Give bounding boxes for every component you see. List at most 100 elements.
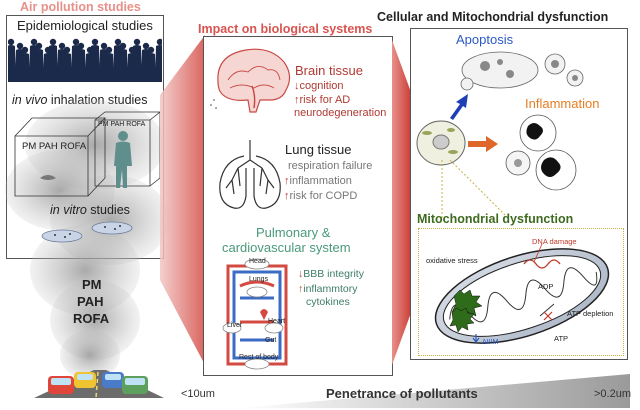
person-head [147, 46, 155, 54]
person-head [91, 38, 99, 46]
mito-title: Mitochondrial dysfunction [417, 212, 574, 226]
lungs-icon [219, 140, 281, 209]
mito-box [418, 228, 624, 356]
invitro-label: in vitro studies [50, 203, 130, 217]
person-head [8, 38, 15, 46]
person-head [21, 46, 29, 54]
right-panel-title: Cellular and Mitochondrial dysfunction [377, 10, 609, 24]
petri-dishes [41, 221, 133, 243]
cardio-line-1: ↓BBB integrity [298, 268, 364, 280]
person-body [132, 45, 142, 82]
orange-arrow-icon [468, 136, 498, 152]
penetrance-wedge [240, 374, 630, 408]
person-body [48, 45, 58, 82]
person-head [77, 42, 85, 50]
arrow-up-icon: ↑ [294, 94, 300, 106]
arrow-up-icon: ↑ [298, 283, 304, 295]
invivo-italic: in vivo [12, 93, 48, 107]
person-head [119, 42, 127, 50]
arrow-up-icon: ↑ [284, 175, 290, 187]
pollutant-pah: PAH [77, 294, 104, 309]
person-body [104, 53, 114, 82]
lung-title: Lung tissue [285, 142, 352, 157]
person-body [155, 45, 162, 82]
arrow-up-icon: ↑ [284, 190, 290, 202]
size-left-label: <10um [181, 388, 215, 400]
person-body [20, 53, 30, 82]
person-head [30, 38, 38, 46]
red-funnel-left [160, 35, 205, 365]
mouse-icon [40, 175, 56, 180]
pollutant-rofa: ROFA [73, 311, 110, 326]
person-body [118, 49, 128, 82]
person-head [35, 42, 43, 50]
circ-label-gut: Gut [265, 337, 277, 344]
car-icon [102, 372, 124, 388]
brain-icon [210, 48, 291, 113]
circ-label-liver: Liver [227, 322, 243, 329]
person-head [49, 38, 57, 46]
circ-label-heart: Heart [268, 318, 286, 325]
lung-line-2: ↑inflammation [284, 175, 352, 187]
pollutant-pm: PM [82, 277, 102, 292]
blue-arrow-icon [450, 94, 468, 120]
person-head [142, 42, 150, 50]
crowd-silhouette [8, 38, 162, 82]
middle-panel-title: Impact on biological systems [198, 22, 373, 36]
car-icon [122, 376, 148, 394]
cardio-line-3: cytokines [306, 296, 350, 308]
chamber-label-2: PM PAH ROFA [98, 121, 146, 128]
person-body [146, 53, 156, 82]
cardio-line-2: ↑inflammtory [298, 283, 358, 295]
person-head [63, 46, 71, 54]
lung-line-3: ↑risk for COPD [284, 190, 358, 202]
cardio-title-1: Pulmonary & [256, 225, 331, 240]
mito-oxidative-label: oxidative stress [426, 256, 478, 265]
mito-dna-label: DNA damage [532, 237, 577, 246]
traffic-cars [34, 370, 164, 399]
cardio-title-2: cardiovascular system [222, 240, 351, 255]
person-head [105, 46, 113, 54]
brain-line-2: ↑risk for AD [294, 94, 351, 106]
circ-label-head: Head [249, 258, 266, 265]
circulation-diagram [222, 258, 288, 370]
apoptotic-cells [460, 51, 584, 91]
car-icon [74, 372, 96, 388]
person-body [8, 45, 16, 82]
mito-psi-label: ΔΨM [482, 339, 499, 346]
brain-line-1: ↓cognition [294, 80, 344, 92]
brain-line-3: neurodegeneration [294, 107, 387, 119]
person-head [114, 38, 122, 46]
person-head [16, 42, 24, 50]
person-head [72, 38, 80, 46]
person-head [133, 38, 141, 46]
dotted-connector [441, 160, 509, 219]
person-body [76, 49, 86, 82]
person-head [156, 38, 162, 46]
person-head [100, 42, 108, 50]
circ-label-rest: Rest of body [239, 354, 279, 361]
invitro-rest: studies [86, 203, 130, 217]
arrow-down-icon: ↓ [294, 80, 300, 92]
car-icon [48, 376, 74, 394]
cell-icon [416, 120, 466, 166]
mito-atp-depletion-label: ATP depletion [567, 309, 614, 318]
arrow-down-icon: ↓ [298, 268, 304, 280]
epidemiological-label: Epidemiological studies [17, 18, 153, 33]
chamber-label-1: PM PAH ROFA [22, 141, 87, 152]
inflammation-label: Inflammation [525, 96, 600, 111]
red-funnel-right [392, 40, 412, 365]
apoptosis-label: Apoptosis [456, 32, 514, 47]
person-body [62, 53, 72, 82]
size-right-label: >0.2um [594, 388, 631, 400]
heart-icon [260, 309, 268, 320]
inflammatory-cells [505, 114, 577, 191]
invitro-italic: in vitro [50, 203, 87, 217]
brain-title: Brain tissue [295, 63, 363, 78]
human-figure-icon [114, 131, 132, 188]
mitochondrion-icon [434, 243, 610, 344]
mito-atp-label: ATP [554, 334, 569, 343]
mito-adp-label: ADP [538, 282, 554, 291]
lung-line-1: respiration failure [288, 160, 373, 172]
inhalation-chambers [14, 111, 160, 197]
